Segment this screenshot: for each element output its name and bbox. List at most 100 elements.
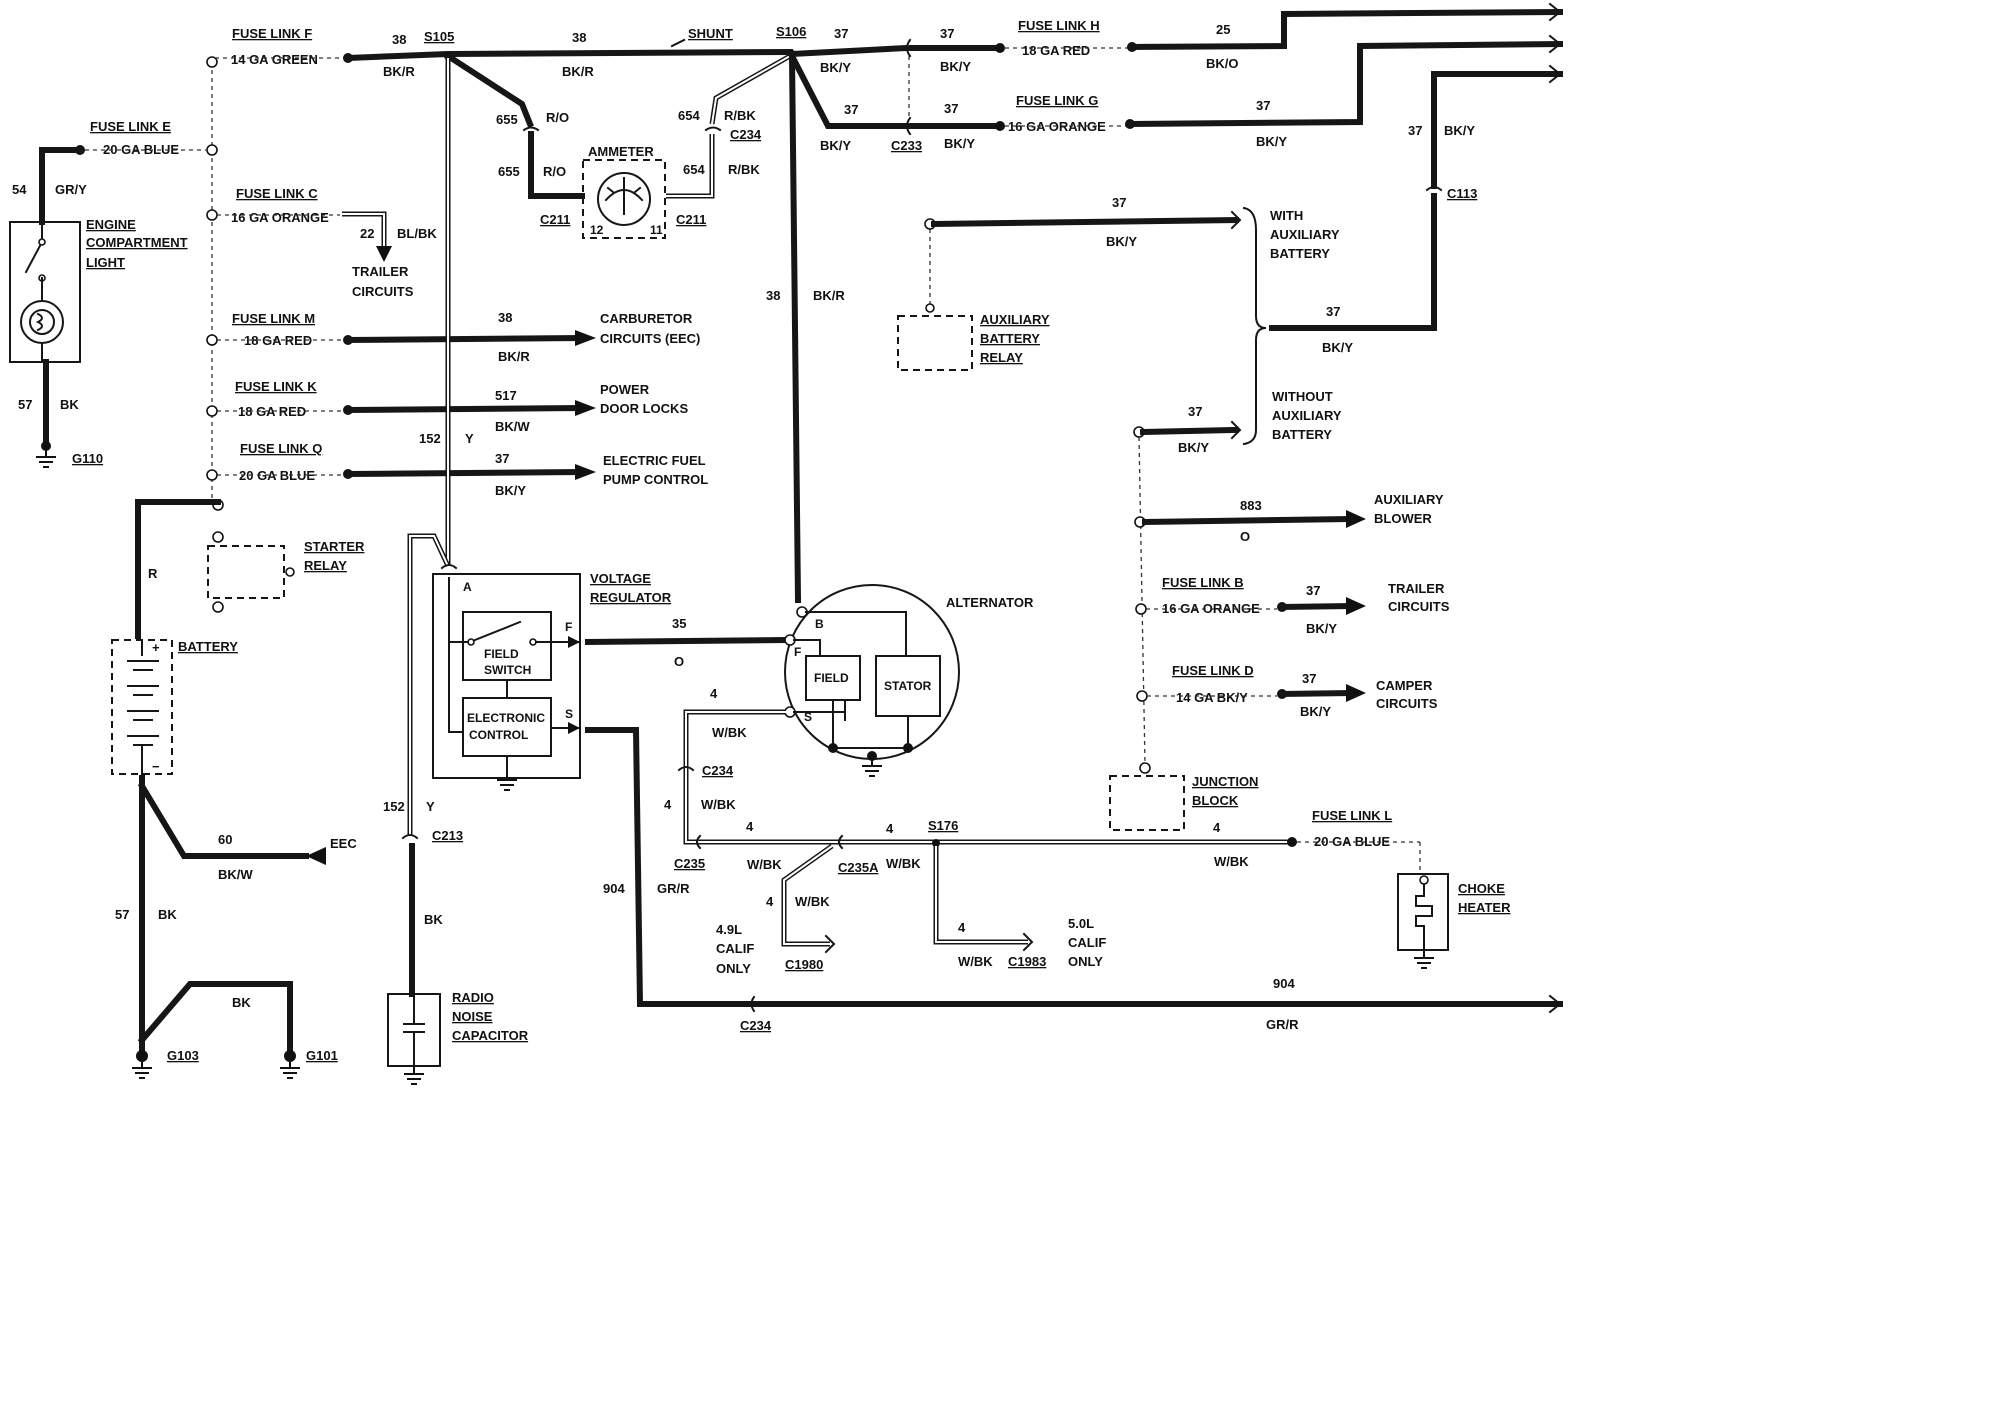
wire-38-label-2: 38 <box>572 30 586 45</box>
wire-37-g-label: 37 <box>844 102 858 117</box>
wire-4e-label: 4 <box>1213 820 1221 835</box>
break-mark-3 <box>1548 64 1562 84</box>
connector-c1983: C1983 <box>1008 954 1046 969</box>
fuse-link-f-name: FUSE LINK F <box>232 26 312 41</box>
fuse-link-l: FUSE LINK L 20 GA BLUE <box>1297 808 1421 874</box>
engine-compartment-light: ENGINE COMPARTMENT LIGHT <box>9 217 188 363</box>
wire-37-h-color: BK/Y <box>820 60 851 75</box>
splice-s176: S176 <box>928 818 958 833</box>
wire-4g-color: W/BK <box>958 954 993 969</box>
wire-904b-color: GR/R <box>1266 1017 1299 1032</box>
wire-38-main <box>344 48 794 62</box>
wire-38-label: 38 <box>392 32 406 47</box>
wire-904-color: GR/R <box>657 881 690 896</box>
wire-655-upper <box>443 51 534 128</box>
break-mark-2 <box>1548 34 1562 54</box>
wire-37-c113-label: 37 <box>1408 123 1422 138</box>
calif50-label-1: 5.0L <box>1068 916 1094 931</box>
ground-choke-symbol <box>1414 950 1434 969</box>
ammeter-terminal-12: 12 <box>590 223 604 237</box>
without-aux-label-1: WITHOUT <box>1272 389 1333 404</box>
wire-25-color: BK/O <box>1206 56 1239 71</box>
wire-22-color: BL/BK <box>397 226 437 241</box>
wire-37-trailer-label: 37 <box>1306 583 1320 598</box>
wire-57-color: BK <box>60 397 79 412</box>
calif50-label-2: CALIF <box>1068 935 1106 950</box>
battery-minus: − <box>152 759 160 774</box>
capacitor-label-1: RADIO <box>452 990 494 1005</box>
choke-heater-label-1: CHOKE <box>1458 881 1505 896</box>
aux-relay-label-1: AUXILIARY <box>980 312 1050 327</box>
wire-904-label: 904 <box>603 881 625 896</box>
connector-c234-bottom: C234 <box>740 1018 772 1033</box>
break-mark-1 <box>1548 2 1562 22</box>
fuse-link-q-name: FUSE LINK Q <box>240 441 322 456</box>
with-aux-label-1: WITH <box>1270 208 1303 223</box>
connector-c233: C233 <box>891 138 922 153</box>
fuse-link-q-gauge: 20 GA BLUE <box>239 468 315 483</box>
ground-g103: G103 <box>167 1048 199 1063</box>
wire-37-c113-upper <box>1431 71 1563 189</box>
wire-37-fuel <box>344 468 584 478</box>
alternator-label: ALTERNATOR <box>946 595 1034 610</box>
wire-37-trailer-color: BK/Y <box>1306 621 1337 636</box>
wire-60 <box>137 781 309 859</box>
wire-38-carb <box>344 334 584 344</box>
ground-g101-symbol <box>280 1062 300 1079</box>
alternator-field-label: FIELD <box>814 671 849 685</box>
wire-bk-g101-color: BK <box>232 995 251 1010</box>
electronic-control-label-2: CONTROL <box>469 728 528 742</box>
voltage-regulator-label-1: VOLTAGE <box>590 571 651 586</box>
with-aux-label-2: AUXILIARY <box>1270 227 1340 242</box>
wire-37-aux-color: BK/Y <box>1322 340 1353 355</box>
wire-57b-label: 57 <box>115 907 129 922</box>
junction-block: JUNCTION BLOCK <box>1109 762 1258 831</box>
wire-4b-color: W/BK <box>701 797 736 812</box>
wire-37-fuel-color: BK/Y <box>495 483 526 498</box>
wire-4-calif50 <box>933 846 1028 945</box>
camper-label-1: CAMPER <box>1376 678 1433 693</box>
trailer-c-label-2: CIRCUITS <box>352 284 414 299</box>
wire-37-trailer <box>1278 602 1354 611</box>
fuel-pump-label-2: PUMP CONTROL <box>603 472 708 487</box>
splice-s106: S106 <box>776 24 806 39</box>
wire-22-label: 22 <box>360 226 374 241</box>
starter-relay: STARTER RELAY <box>207 531 365 613</box>
trailer-c-label-1: TRAILER <box>352 264 409 279</box>
fuse-link-h-name: FUSE LINK H <box>1018 18 1100 33</box>
wire-37-camper-label: 37 <box>1302 671 1316 686</box>
voltage-regulator-label-2: REGULATOR <box>590 590 672 605</box>
wire-152-lower <box>407 533 451 836</box>
wire-4b-label: 4 <box>664 797 672 812</box>
wire-37-camper-color: BK/Y <box>1300 704 1331 719</box>
wire-4e-color: W/BK <box>1214 854 1249 869</box>
ammeter-label: AMMETER <box>588 144 654 159</box>
wire-37-without-aux <box>1139 426 1240 436</box>
wire-37-g2-label: 37 <box>944 101 958 116</box>
regulator-terminal-a: A <box>463 580 472 594</box>
wire-37-g <box>787 51 909 129</box>
fuse-link-m-gauge: 18 GA RED <box>244 333 312 348</box>
wire-904b-label: 904 <box>1273 976 1295 991</box>
wire-37-g3 <box>1126 40 1564 128</box>
shunt-label: SHUNT <box>688 26 733 41</box>
capacitor-label-2: NOISE <box>452 1009 493 1024</box>
wire-r-color: R <box>148 566 158 581</box>
fuse-link-h-gauge: 18 GA RED <box>1022 43 1090 58</box>
wire-655-color-2: R/O <box>543 164 566 179</box>
without-aux-label-3: BATTERY <box>1272 427 1332 442</box>
wire-37-c113-color: BK/Y <box>1444 123 1475 138</box>
wire-4d-color: W/BK <box>886 856 921 871</box>
fuse-link-l-gauge: 20 GA BLUE <box>1314 834 1390 849</box>
wire-37-with-color: BK/Y <box>1106 234 1137 249</box>
charging-system-wiring-diagram: FUSE LINK F 14 GA GREEN 38 BK/R 38 BK/R … <box>9 2 1564 1085</box>
wire-654-color-2: R/BK <box>728 162 760 177</box>
aux-blower-label-2: BLOWER <box>1374 511 1432 526</box>
fuse-link-q: FUSE LINK Q 20 GA BLUE <box>217 441 353 483</box>
connector-c1980: C1980 <box>785 957 823 972</box>
splice-s105: S105 <box>424 29 454 44</box>
wire-37-g3-label: 37 <box>1256 98 1270 113</box>
ground-regulator-symbol <box>497 772 517 791</box>
wire-r-battery <box>135 499 221 639</box>
wire-654-label-2: 654 <box>683 162 705 177</box>
